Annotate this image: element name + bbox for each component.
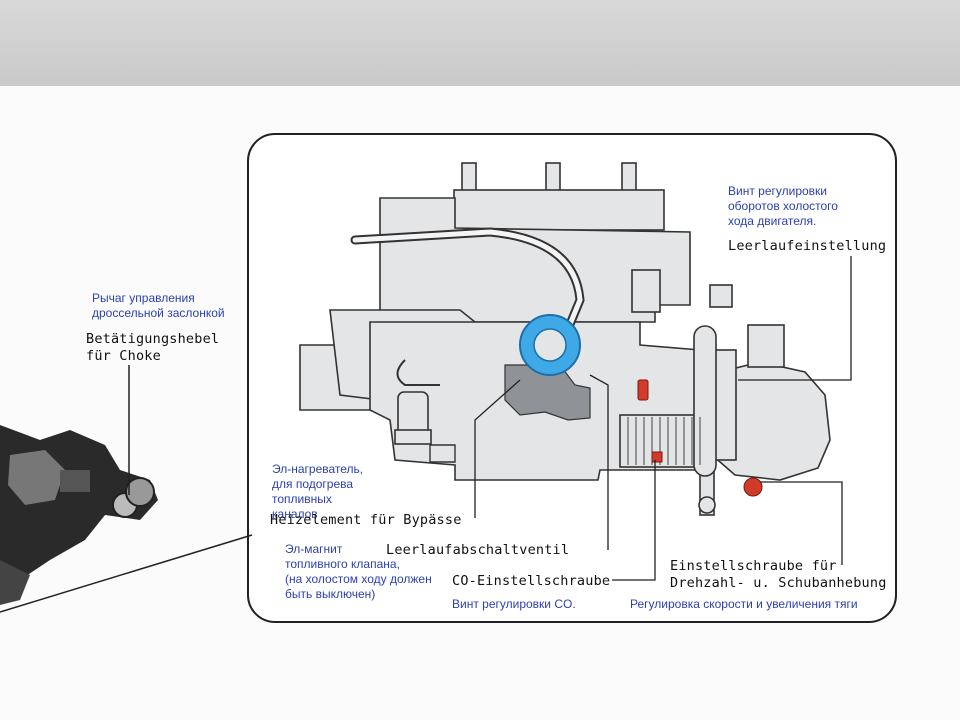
- heater-element: [429, 444, 456, 463]
- solenoid-ru-line: топливного клапана,: [285, 557, 400, 571]
- choke-lever-ru-line: Рычаг управления: [92, 291, 195, 305]
- heater-ru-line: каналов: [272, 507, 318, 521]
- solenoid-ru-line: быть выключен): [285, 587, 376, 601]
- carburetor-photo-fragment: [0, 425, 158, 605]
- choke-lever-ru-label: Рычаг управления дроссельной заслонкой: [92, 291, 225, 321]
- heater-de-label: Heizelement für Bypässe: [270, 512, 462, 528]
- choke-lever-de-line: für Choke: [86, 348, 161, 364]
- co-screw-marker: [651, 451, 663, 463]
- bypass-heater-core: [533, 328, 567, 362]
- speed-screw-de-line: Einstellschraube für: [670, 558, 837, 574]
- heater-ru-line: Эл-нагреватель,: [272, 462, 364, 476]
- speed-screw-marker: [743, 477, 763, 497]
- idle-adjust-de-label: Leerlaufeinstellung: [728, 238, 887, 254]
- throttle-spring: [627, 417, 701, 465]
- leader-lines: [474, 256, 852, 581]
- speed-screw-de-label: Einstellschraube für Drehzahl- u. Schuba…: [670, 558, 887, 592]
- idle-adjust-ru-line: оборотов холостого: [728, 199, 838, 213]
- choke-passage: [396, 359, 440, 386]
- speed-screw-de-line: Drehzahl- u. Schubanhebung: [670, 575, 887, 591]
- idle-screw-marker: [637, 379, 649, 401]
- top-gray-band: [0, 0, 960, 86]
- photo-connector-line: [0, 534, 253, 613]
- choke-lever-ru-line: дроссельной заслонкой: [92, 306, 225, 320]
- solenoid-de-label: Leerlaufabschaltventil: [386, 542, 570, 558]
- co-screw-de-label: CO-Einstellschraube: [452, 573, 611, 589]
- choke-lever-de-label: Betätigungshebel für Choke: [86, 331, 219, 365]
- solenoid-ru-line: (на холостом ходу должен: [285, 572, 432, 586]
- speed-screw-ru-label: Регулировка скорости и увеличения тяги: [630, 597, 858, 611]
- solenoid-ru-line: Эл-магнит: [285, 542, 343, 556]
- idle-cutoff-chamber: [504, 364, 591, 421]
- co-screw-ru-label: Винт регулировки CO.: [452, 597, 576, 611]
- choke-lever-de-line: Betätigungshebel: [86, 331, 220, 347]
- idle-adjust-ru-line: Винт регулировки: [728, 184, 828, 198]
- idle-adjust-ru-label: Винт регулировки оборотов холостого хода…: [728, 184, 838, 229]
- heater-ru-line: для подогрева: [272, 477, 354, 491]
- solenoid-ru-label: Эл-магнит топливного клапана, (на холост…: [285, 542, 432, 602]
- idle-adjust-ru-line: хода двигателя.: [728, 214, 817, 228]
- heater-ru-line: топливных: [272, 492, 332, 506]
- heater-ru-label: Эл-нагреватель, для подогрева топливных …: [272, 462, 363, 522]
